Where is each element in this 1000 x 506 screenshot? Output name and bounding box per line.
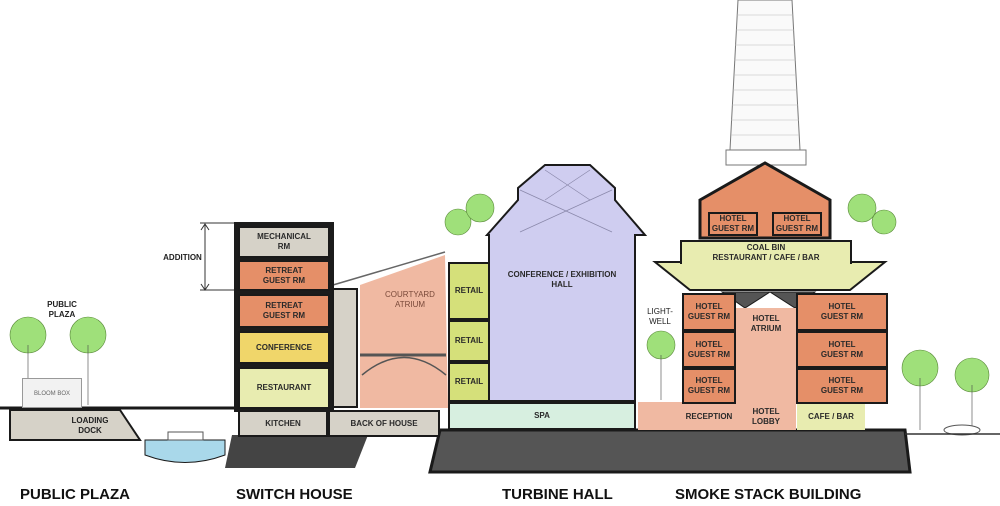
hotel-guest-room-right-3: HOTEL GUEST RM bbox=[796, 368, 888, 404]
car bbox=[943, 424, 981, 436]
section-title-smoke-stack: SMOKE STACK BUILDING bbox=[675, 486, 862, 503]
retreat-guest-room-2: RETREAT GUEST RM bbox=[238, 294, 330, 328]
trees bbox=[9, 193, 990, 430]
conference-exhibition-hall: CONFERENCE / EXHIBITION HALL bbox=[488, 234, 636, 402]
conference-room: CONFERENCE bbox=[238, 331, 330, 364]
hotel-guest-room-right-2: HOTEL GUEST RM bbox=[796, 331, 888, 368]
loading-dock-label: LOADING DOCK bbox=[71, 416, 109, 435]
section-title-public-plaza: PUBLIC PLAZA bbox=[20, 486, 130, 503]
canal-water bbox=[144, 439, 226, 463]
bloom-box: BLOOM BOX bbox=[22, 378, 82, 408]
hotel-atrium: HOTEL ATRIUM bbox=[736, 308, 796, 404]
cafe-bar: CAFE / BAR bbox=[797, 404, 865, 430]
lightwell-label: LIGHT- WELL bbox=[647, 307, 673, 326]
coal-bin-shape bbox=[652, 261, 888, 291]
public-plaza-label: PUBLIC PLAZA bbox=[47, 300, 77, 319]
restaurant: RESTAURANT bbox=[238, 367, 330, 409]
hotel-lobby: HOTEL LOBBY bbox=[736, 404, 796, 430]
retail-2: RETAIL bbox=[448, 320, 490, 362]
mechanical-room: MECHANICAL RM bbox=[238, 226, 330, 258]
lightwell-base bbox=[638, 402, 684, 430]
coal-bin-restaurant: COAL BIN RESTAURANT / CAFE / BAR bbox=[680, 240, 852, 264]
hotel-guest-room-left-2: HOTEL GUEST RM bbox=[682, 331, 736, 368]
retail-3: RETAIL bbox=[448, 362, 490, 402]
turbine-hall-roof bbox=[484, 164, 648, 236]
retail-1: RETAIL bbox=[448, 262, 490, 320]
hotel-guest-room-top-right: HOTEL GUEST RM bbox=[772, 212, 822, 236]
reception: RECEPTION bbox=[682, 404, 736, 430]
smoke-stack-chimney bbox=[725, 0, 807, 166]
hotel-guest-room-left-3: HOTEL GUEST RM bbox=[682, 368, 736, 404]
hotel-guest-room-top-left: HOTEL GUEST RM bbox=[708, 212, 758, 236]
kitchen: KITCHEN bbox=[238, 410, 328, 437]
section-title-switch-house: SWITCH HOUSE bbox=[236, 486, 353, 503]
addition-label: ADDITION bbox=[163, 253, 202, 262]
retreat-guest-room-1: RETREAT GUEST RM bbox=[238, 260, 330, 291]
switch-house-core bbox=[332, 288, 358, 408]
hotel-guest-room-left-1: HOTEL GUEST RM bbox=[682, 293, 736, 331]
section-title-turbine-hall: TURBINE HALL bbox=[502, 486, 613, 503]
back-of-house: BACK OF HOUSE bbox=[328, 410, 440, 437]
hotel-guest-room-right-1: HOTEL GUEST RM bbox=[796, 293, 888, 331]
courtyard-atrium bbox=[360, 255, 448, 408]
addition-dimension bbox=[200, 222, 235, 291]
courtyard-atrium-label: COURTYARD ATRIUM bbox=[385, 290, 435, 309]
spa: SPA bbox=[448, 402, 636, 430]
